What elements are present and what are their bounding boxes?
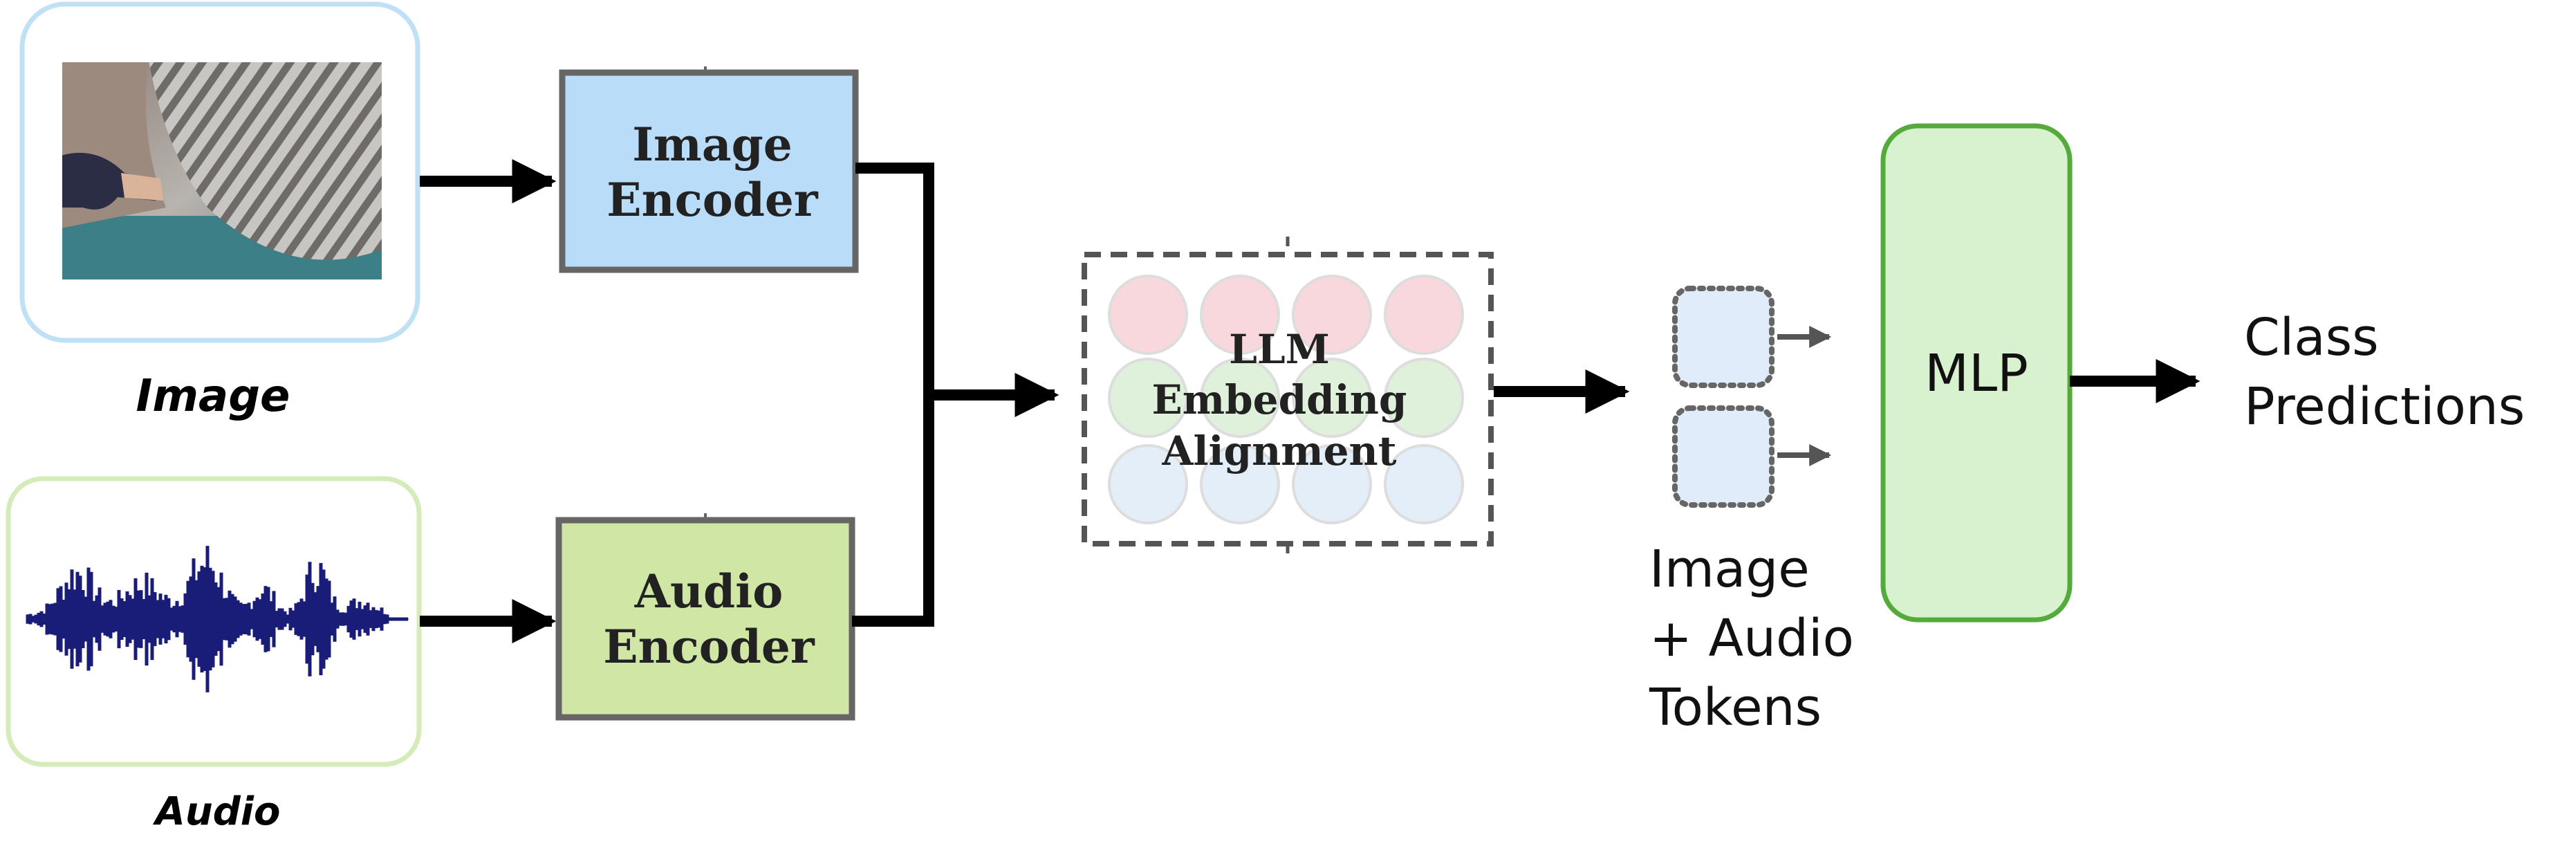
- embedding-circle: [1108, 275, 1188, 355]
- embedding-circle: [1292, 275, 1372, 355]
- mlp-label: MLP: [1925, 344, 2028, 403]
- embedding-circle: [1200, 275, 1280, 355]
- audio-caption: Audio: [153, 789, 281, 834]
- image-encoder-label-2: Encoder: [606, 173, 819, 227]
- image-input: Image: [19, 1, 420, 422]
- embedding-circle-grid: [1108, 275, 1464, 524]
- embedding-circle: [1292, 358, 1372, 438]
- class-predictions-output: Class Predictions: [2244, 308, 2525, 436]
- image-frame: [19, 1, 420, 343]
- output-label-1: Class: [2244, 308, 2379, 367]
- alignment-label-1: LLM: [1229, 326, 1330, 373]
- audio-encoder-label-2: Encoder: [603, 620, 815, 674]
- audio-token: [1672, 405, 1775, 508]
- audio-encoder-label: Audio: [634, 564, 783, 618]
- merge-connector: [852, 163, 1059, 627]
- tokens-label-2: + Audio: [1649, 609, 1854, 668]
- embedding-circle: [1384, 275, 1464, 355]
- alignment-label-3: Alignment: [1161, 427, 1396, 475]
- embedding-circle: [1108, 358, 1188, 438]
- tokens-label-1: Image: [1649, 540, 1810, 599]
- embedding-circle: [1384, 444, 1464, 524]
- tokens-label-3: Tokens: [1649, 678, 1822, 737]
- embedding-circle: [1384, 358, 1464, 438]
- audio-encoder: Audio Encoder: [555, 513, 855, 721]
- alignment-label-2: Embedding: [1152, 376, 1407, 423]
- image-token: [1672, 286, 1775, 388]
- tokens-group: Image + Audio Tokens: [1649, 286, 1854, 737]
- llm-embedding-alignment: LLM Embedding Alignment: [1082, 237, 1494, 553]
- audio-frame: [6, 476, 422, 767]
- image-encoder-label: Image: [632, 118, 793, 172]
- alignment-dashed-box: [1082, 252, 1494, 546]
- audio-input: Audio: [6, 476, 422, 834]
- image-caption: Image: [136, 371, 290, 422]
- embedding-circle: [1292, 444, 1372, 524]
- output-label-2: Predictions: [2244, 377, 2525, 436]
- mlp-block: MLP: [1880, 123, 2073, 623]
- audio-waveform: [26, 546, 409, 692]
- embedding-circle: [1200, 358, 1280, 438]
- embedding-circle: [1200, 444, 1280, 524]
- image-encoder: Image Encoder: [559, 66, 859, 273]
- embedding-circle: [1108, 444, 1188, 524]
- image-thumbnail: [59, 59, 384, 282]
